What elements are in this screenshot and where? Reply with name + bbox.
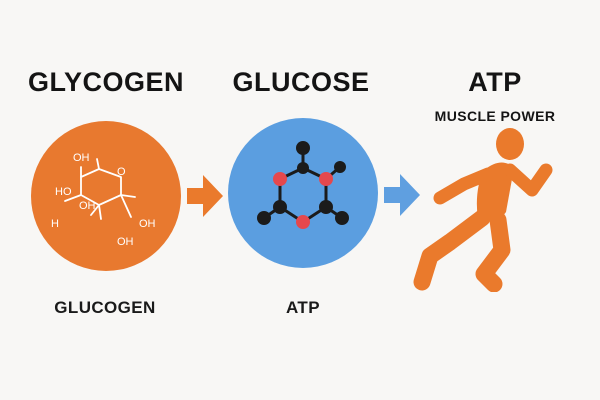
carbon-atom	[334, 161, 346, 173]
atp-caption: ATP	[286, 298, 320, 317]
muscle-power-subtitle: MUSCLE POWER	[434, 108, 556, 124]
oxygen-atom	[319, 172, 333, 186]
hydrogen-label: H	[51, 218, 59, 230]
carbon-atom	[335, 211, 349, 225]
running-man-icon	[413, 128, 553, 293]
orange-arrow	[187, 175, 223, 222]
blue-arrow	[384, 174, 420, 221]
hexose-ring-structure-icon: O OH HO OH H OH OH	[51, 152, 156, 248]
glucose-circle	[228, 118, 378, 268]
top-oh-label: OH	[73, 152, 90, 164]
carbon-atom	[296, 141, 310, 155]
right-oh-label: OH	[139, 218, 156, 230]
carbon-atom	[319, 200, 333, 214]
molecule-ball-and-stick-icon	[257, 141, 349, 229]
oxygen-atom	[296, 215, 310, 229]
oxygen-atom	[273, 172, 287, 186]
glucogen-caption: GLUCOGEN	[54, 298, 156, 317]
ring-oxygen-label: O	[117, 166, 126, 178]
atp-title: ATP	[468, 67, 522, 97]
bottom-oh-label: OH	[117, 236, 134, 248]
carbon-atom	[297, 162, 309, 174]
carbon-atom	[257, 211, 271, 225]
glucose-title: GLUCOSE	[232, 67, 370, 97]
left-ho-label: HO	[55, 186, 72, 198]
mid-oh-label: OH	[79, 200, 96, 212]
right-arrow-icon	[384, 174, 420, 216]
glycogen-circle: O OH HO OH H OH OH	[31, 121, 181, 271]
right-arrow-icon	[187, 175, 223, 217]
carbon-atom	[273, 200, 287, 214]
running-man	[410, 126, 560, 297]
glycogen-title: GLYCOGEN	[28, 67, 185, 97]
